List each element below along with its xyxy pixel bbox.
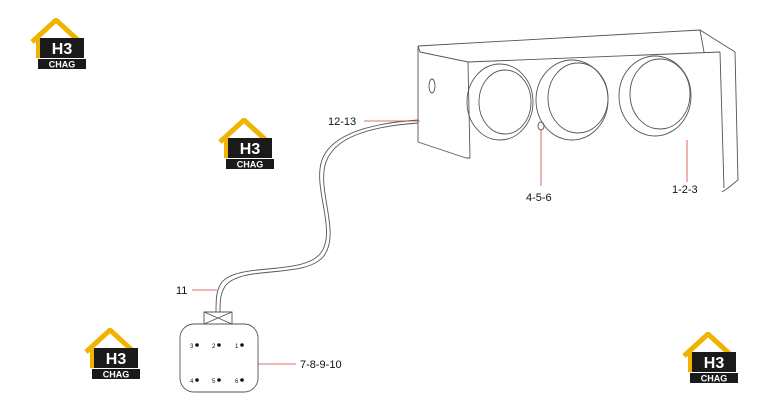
logo-word: CHAG [49, 60, 76, 70]
callout-bulbs: 4-5-6 [526, 192, 552, 204]
lamp-unit-1-ring [466, 63, 534, 141]
logo-block [228, 138, 272, 158]
pin-label-1: 1 [235, 344, 239, 350]
housing-left-side [417, 46, 467, 159]
logo-mark: H3 [240, 141, 261, 158]
brand-logo-top-left: H3 CHAG [30, 18, 86, 70]
callout-harness: 11 [176, 285, 187, 297]
lamp-unit-2-ring [535, 59, 609, 141]
lamp-unit-1 [466, 63, 534, 141]
housing-front-top [467, 51, 721, 63]
logo-roof [30, 18, 82, 44]
pin-dot-1 [240, 343, 244, 347]
pin-label-4: 4 [190, 379, 194, 385]
bulb-socket-icon [537, 121, 545, 131]
pin-dot-6 [240, 378, 244, 382]
lamp-unit-3-ring [618, 55, 692, 137]
connector-body [179, 311, 259, 393]
pin-label-2: 2 [212, 344, 216, 350]
logo-word-plate [226, 159, 274, 169]
callout-connector: 7-8-9-10 [300, 359, 342, 371]
logo-word-plate [92, 369, 140, 379]
lamp-unit-2 [535, 59, 609, 141]
lamp-unit-1-lens [478, 69, 532, 135]
logo-word: CHAG [103, 370, 130, 380]
wiring-cable-outline [219, 122, 419, 313]
logo-mark: H3 [106, 351, 127, 368]
brand-logo-mid-left: H3 CHAG [218, 118, 274, 170]
logo-mark: H3 [704, 355, 725, 372]
pin-dot-5 [217, 378, 221, 382]
housing-front-left [466, 61, 471, 159]
lamp-housing [417, 29, 739, 193]
housing-front-right [719, 51, 725, 189]
pin-label-3: 3 [190, 344, 194, 350]
callout-lamps: 1-2-3 [672, 184, 698, 196]
pin-dot-2 [217, 343, 221, 347]
pin-label-6: 6 [235, 379, 239, 385]
lamp-unit-2-lens [547, 62, 609, 134]
housing-top-edge [417, 29, 739, 193]
brand-logo-bottom-right: H3 CHAG [682, 332, 738, 384]
wiring-cable [215, 119, 419, 313]
logo-block [692, 352, 736, 372]
housing-mount-hole [428, 78, 436, 94]
housing-left-lip [417, 45, 469, 63]
lamp-unit-3-lens [629, 58, 691, 130]
logo-word: CHAG [701, 374, 728, 384]
logo-word-plate [690, 373, 738, 383]
leader-lines [192, 120, 688, 365]
lamp-unit-3 [618, 55, 692, 137]
connector-pins [195, 343, 244, 382]
pin-dot-3 [195, 343, 199, 347]
pin-dot-4 [195, 378, 199, 382]
pin-label-5: 5 [212, 379, 216, 385]
connector-cross-icon [203, 311, 233, 325]
logo-word: CHAG [237, 160, 264, 170]
housing-corner [699, 29, 705, 53]
logo-word-plate [38, 59, 86, 69]
callout-cable: 12-13 [328, 116, 356, 128]
logo-mark: H3 [52, 41, 73, 58]
logo-roof [682, 332, 734, 358]
connector-housing [179, 323, 259, 393]
logo-roof [218, 118, 270, 144]
logo-roof [84, 328, 136, 354]
logo-block [94, 348, 138, 368]
logo-block [40, 38, 84, 58]
brand-logo-bottom-left: H3 CHAG [84, 328, 140, 380]
